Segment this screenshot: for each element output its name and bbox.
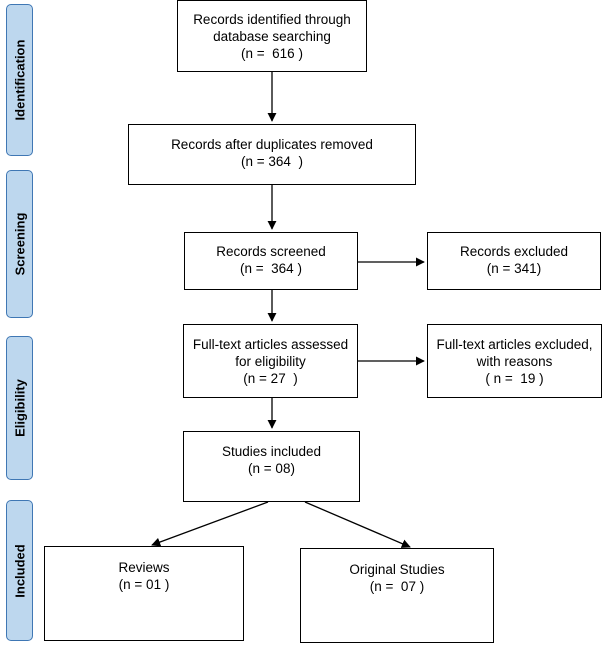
stage-screening: Screening: [6, 170, 33, 318]
studies-included-line1: Studies included: [221, 444, 322, 459]
records-identified-line1: Records identified through: [193, 12, 351, 27]
studies-included-count: (n = 08): [248, 461, 295, 476]
original-studies-box: Original Studies (n = 07 ): [300, 548, 494, 643]
fulltext-assessed-line2: for eligibility: [235, 354, 306, 369]
stage-eligibility: Eligibility: [6, 336, 33, 480]
original-studies-line1: Original Studies: [349, 562, 445, 577]
fulltext-excluded-count: ( n = 19 ): [485, 371, 544, 386]
arrow-included-to-reviews: [151, 501, 269, 547]
reviews-count: (n = 01 ): [118, 577, 170, 592]
fulltext-excluded-line1: Full-text articles excluded,: [436, 337, 593, 352]
stage-identification: Identification: [6, 4, 33, 156]
fulltext-assessed-line1: Full-text articles assessed: [192, 337, 349, 352]
excluded-count: (n = 341): [486, 261, 542, 276]
after-duplicates-line1: Records after duplicates removed: [171, 137, 373, 152]
records-identified-count: (n = 616 ): [241, 46, 303, 61]
reviews-line1: Reviews: [118, 560, 170, 575]
after-duplicates-count: (n = 364 ): [241, 154, 303, 169]
screened-count: (n = 364 ): [240, 261, 302, 276]
fulltext-assessed-box: Full-text articles assessed for eligibil…: [183, 324, 358, 398]
records-identified-box: Records identified through database sear…: [177, 0, 367, 72]
records-excluded-box: Records excluded (n = 341): [427, 232, 601, 290]
fulltext-assessed-count: (n = 27 ): [243, 371, 298, 386]
excluded-line1: Records excluded: [459, 244, 569, 259]
records-identified-line2: database searching: [213, 29, 331, 44]
fulltext-excluded-box: Full-text articles excluded, with reason…: [427, 324, 602, 398]
records-screened-box: Records screened (n = 364 ): [184, 232, 358, 290]
arrow-included-to-original: [304, 501, 411, 548]
studies-included-box: Studies included (n = 08): [183, 431, 360, 502]
stage-included: Included: [6, 500, 33, 641]
records-after-duplicates-box: Records after duplicates removed (n = 36…: [128, 124, 416, 185]
screened-line1: Records screened: [216, 244, 326, 259]
fulltext-excluded-line2: with reasons: [476, 354, 553, 369]
reviews-box: Reviews (n = 01 ): [44, 546, 244, 641]
original-studies-count: (n = 07 ): [369, 579, 425, 594]
